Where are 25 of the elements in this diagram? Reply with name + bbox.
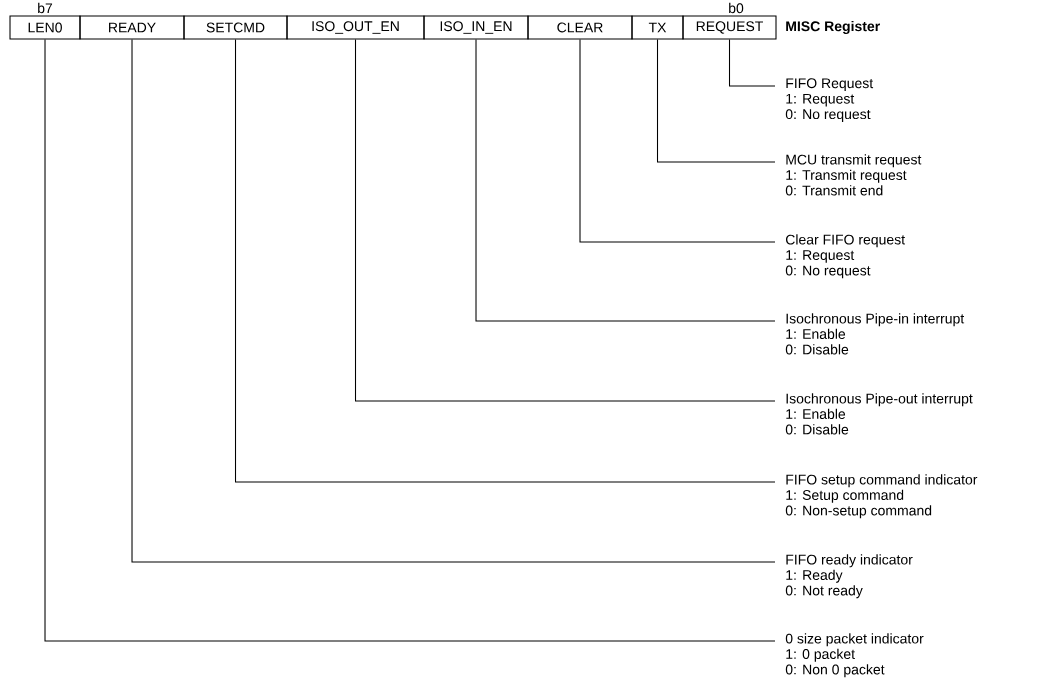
leader-line	[354, 39, 776, 402]
bit-description: 0 size packet indicator 1: 0 packet 0: Non 0 packet	[785, 633, 924, 678]
leader-line	[131, 39, 776, 563]
register-cell: LEN0	[9, 15, 81, 40]
register-cell: READY	[79, 15, 185, 40]
leader-line	[656, 39, 776, 163]
bit-description: MCU transmit request 1: Transmit request 0: Transmit end	[785, 154, 922, 196]
bit-description: FIFO setup command indicator 1: Setup command 0: Non-setup command	[785, 474, 978, 519]
register-cell: CLEAR	[527, 15, 633, 40]
bit-description: FIFO Request 1: Request 0: No request	[785, 78, 874, 122]
register-cell: ISO_OUT_EN	[286, 15, 425, 40]
bit-label: b7	[38, 2, 53, 14]
register-cell: REQUEST	[682, 15, 777, 40]
bit-description: FIFO ready indicator 1: Ready 0: Not ready	[785, 554, 913, 599]
register-cell: ISO_IN_EN	[423, 15, 529, 40]
register-cell: SETCMD	[183, 15, 288, 40]
leader-line	[475, 39, 776, 322]
leader-line	[234, 39, 776, 483]
bit-description: Isochronous Pipe-in interrupt 1: Enable 0: Disable	[785, 313, 965, 355]
leader-line	[44, 39, 776, 642]
leader-line	[579, 39, 776, 243]
register-cell: TX	[631, 15, 684, 40]
leader-line	[728, 39, 776, 87]
bit-description: Clear FIFO request 1: Request 0: No request	[785, 234, 905, 279]
bit-description: Isochronous Pipe-out interrupt 1: Enable 0: Disable	[785, 393, 973, 435]
